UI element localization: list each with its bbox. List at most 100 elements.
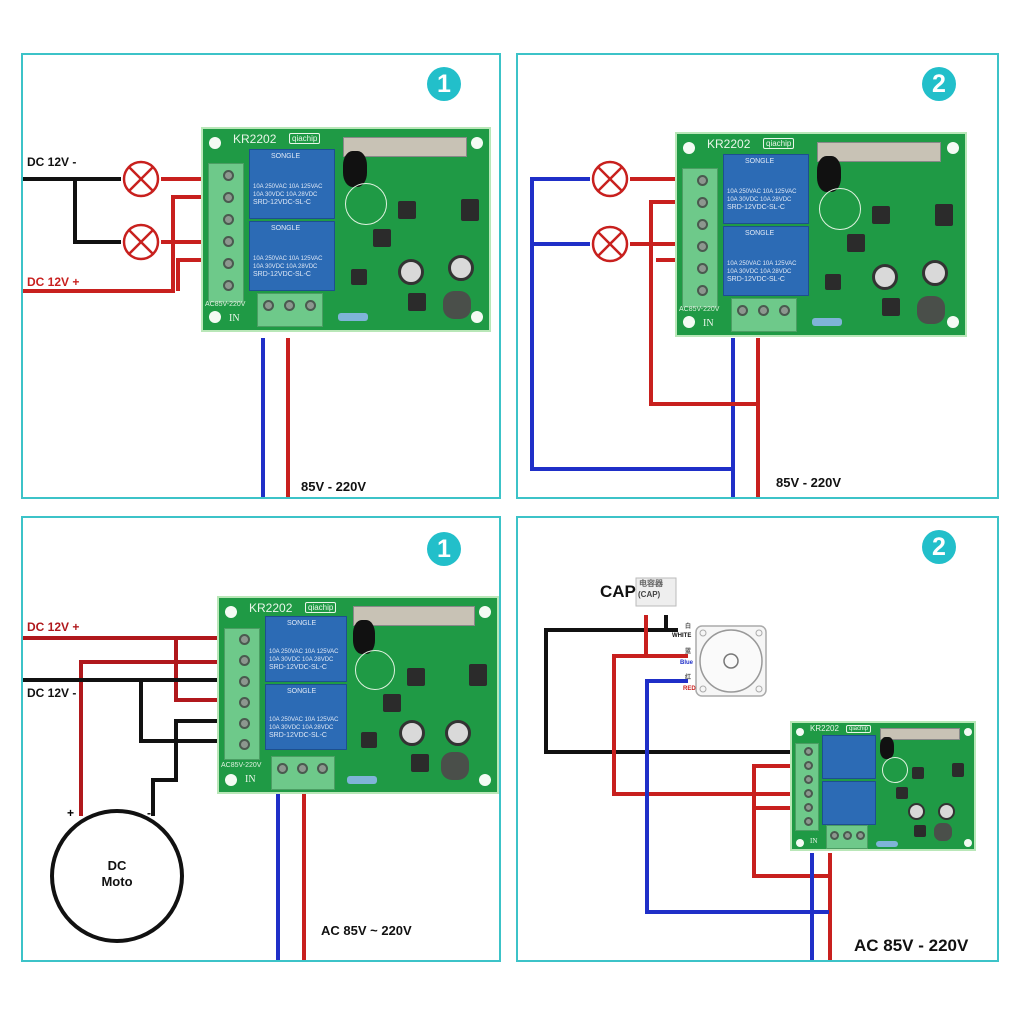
ic-chip xyxy=(398,201,416,219)
capacitor xyxy=(399,720,425,746)
board-brand: qiachip xyxy=(305,602,337,613)
board-brand: qiachip xyxy=(846,725,872,733)
ic-chip xyxy=(361,732,377,748)
label-dc-negative: DC 12V - xyxy=(27,686,77,700)
wiring-diagram xyxy=(23,160,290,497)
inductor xyxy=(443,291,471,319)
input-terminal-block xyxy=(731,298,797,332)
rf-receiver-module xyxy=(817,142,941,162)
capacitor-label: CAP xyxy=(600,582,636,601)
label-supply-voltage: AC 85V ~ 220V xyxy=(321,923,412,938)
wire-ac-neutral xyxy=(530,177,735,497)
label-supply-voltage: 85V - 220V xyxy=(301,479,367,494)
antenna-coil xyxy=(880,737,894,759)
input-label: IN xyxy=(229,313,240,324)
label-supply-voltage: AC 85V - 220V xyxy=(854,936,969,955)
red-cn-label: 红 xyxy=(685,675,692,681)
mount-hole xyxy=(471,311,483,323)
board-model: KR2202 xyxy=(707,137,751,151)
resistor xyxy=(812,318,842,326)
lamp-icon xyxy=(122,223,160,261)
white-cn-label: 白 xyxy=(685,624,692,630)
panel-2-ac-lamps: 85V - 220V 2 KR2202 qiachip SONGLE 10A 2… xyxy=(516,53,999,499)
capacitor-sub-label: (CAP) xyxy=(638,590,661,599)
mount-hole xyxy=(471,137,483,149)
panel-4-ac-motor: CAP 电容器 (CAP) 白 WHITE 蓝 Blue 红 RED AC 85… xyxy=(516,516,999,962)
rf-receiver-module xyxy=(343,137,467,157)
input-label: IN xyxy=(810,837,818,845)
mount-hole xyxy=(209,311,221,323)
wiring-diagram xyxy=(544,577,832,960)
wire-dc-positive xyxy=(23,177,207,293)
red-wire-label: RED xyxy=(683,686,696,692)
relay-2: SONGLE 10A 250VAC 10A 125VAC 10A 30VDC 1… xyxy=(723,226,809,296)
relay-2: SONGLE 10A 250VAC 10A 125VAC 10A 30VDC 1… xyxy=(265,684,347,750)
ic-chip xyxy=(411,754,429,772)
blue-wire-label: Blue xyxy=(680,660,694,666)
relay-board: KR2202 qiachip SONGLE 10A 250VAC 10A 125… xyxy=(217,596,499,794)
ic-chip xyxy=(469,664,487,686)
wire-dc-negative xyxy=(23,177,121,244)
ic-chip xyxy=(872,206,890,224)
relay-board: KR2202 qiachip IN xyxy=(790,721,976,851)
motor-plus-terminal: + xyxy=(67,806,75,820)
resistor xyxy=(338,313,368,321)
lamp-icon xyxy=(591,225,629,263)
antenna-coil xyxy=(353,620,375,654)
input-terminal-block xyxy=(271,756,335,790)
relay-2 xyxy=(822,781,876,825)
step-badge: 1 xyxy=(427,67,461,101)
capacitor xyxy=(872,264,898,290)
wire-ac-live xyxy=(630,177,760,497)
lamp-icon xyxy=(591,160,629,198)
step-badge: 2 xyxy=(922,530,956,564)
relay-2: SONGLE 10A 250VAC 10A 125VAC 10A 30VDC 1… xyxy=(249,221,335,291)
label-supply-voltage: 85V - 220V xyxy=(776,475,842,490)
capacitor-cn-label: 电容器 xyxy=(639,579,663,588)
input-terminal-block xyxy=(257,293,323,327)
ic-chip xyxy=(351,269,367,285)
panel-1-dc-lamps: DC 12V - DC 12V + 85V - 220V 1 KR2202 qi… xyxy=(21,53,501,499)
board-brand: qiachip xyxy=(289,133,321,144)
antenna-coil xyxy=(817,156,841,192)
wire-dc-negative xyxy=(23,678,221,816)
output-terminal-block xyxy=(795,743,819,831)
wire-motor-blue xyxy=(645,679,829,960)
lamp-icon xyxy=(122,160,160,198)
ic-chip xyxy=(847,234,865,252)
board-model: KR2202 xyxy=(810,724,839,733)
output-terminal-block xyxy=(208,163,244,303)
wiring-diagram xyxy=(23,636,306,960)
ic-chip xyxy=(825,274,841,290)
ic-chip xyxy=(373,229,391,247)
capacitor xyxy=(922,260,948,286)
ic-chip xyxy=(882,298,900,316)
label-dc-positive: DC 12V + xyxy=(27,620,80,634)
rf-receiver-module xyxy=(880,728,960,740)
label-dc-negative: DC 12V - xyxy=(27,155,77,169)
output-terminal-block xyxy=(224,628,260,760)
ac-motor-icon xyxy=(695,625,767,697)
ic-chip xyxy=(935,204,953,226)
motor-minus-terminal: - xyxy=(147,806,151,820)
inductor xyxy=(917,296,945,324)
motor-label: DC Moto xyxy=(101,858,133,889)
ic-chip xyxy=(383,694,401,712)
board-model: KR2202 xyxy=(249,601,293,615)
output-terminal-block xyxy=(682,168,718,308)
antenna-coil xyxy=(343,151,367,187)
ic-chip xyxy=(461,199,479,221)
white-wire-label: WHITE xyxy=(672,633,692,639)
input-range-label: AC85V-220V xyxy=(679,306,720,313)
wiring-diagram xyxy=(530,160,760,497)
input-range-label: AC85V-220V xyxy=(205,301,246,308)
capacitor xyxy=(398,259,424,285)
relay-board: KR2202 qiachip SONGLE 10A 250VAC 10A 125… xyxy=(201,127,491,332)
step-badge: 2 xyxy=(922,67,956,101)
ic-chip xyxy=(407,668,425,686)
resistor xyxy=(347,776,377,784)
relay-1: SONGLE 10A 250VAC 10A 125VAC 10A 30VDC 1… xyxy=(249,149,335,219)
rf-receiver-module xyxy=(353,606,475,626)
input-label: IN xyxy=(703,318,714,329)
panel-3-dc-motor: DC 12V + DC 12V - + - DC Moto AC 85V ~ 2… xyxy=(21,516,501,962)
